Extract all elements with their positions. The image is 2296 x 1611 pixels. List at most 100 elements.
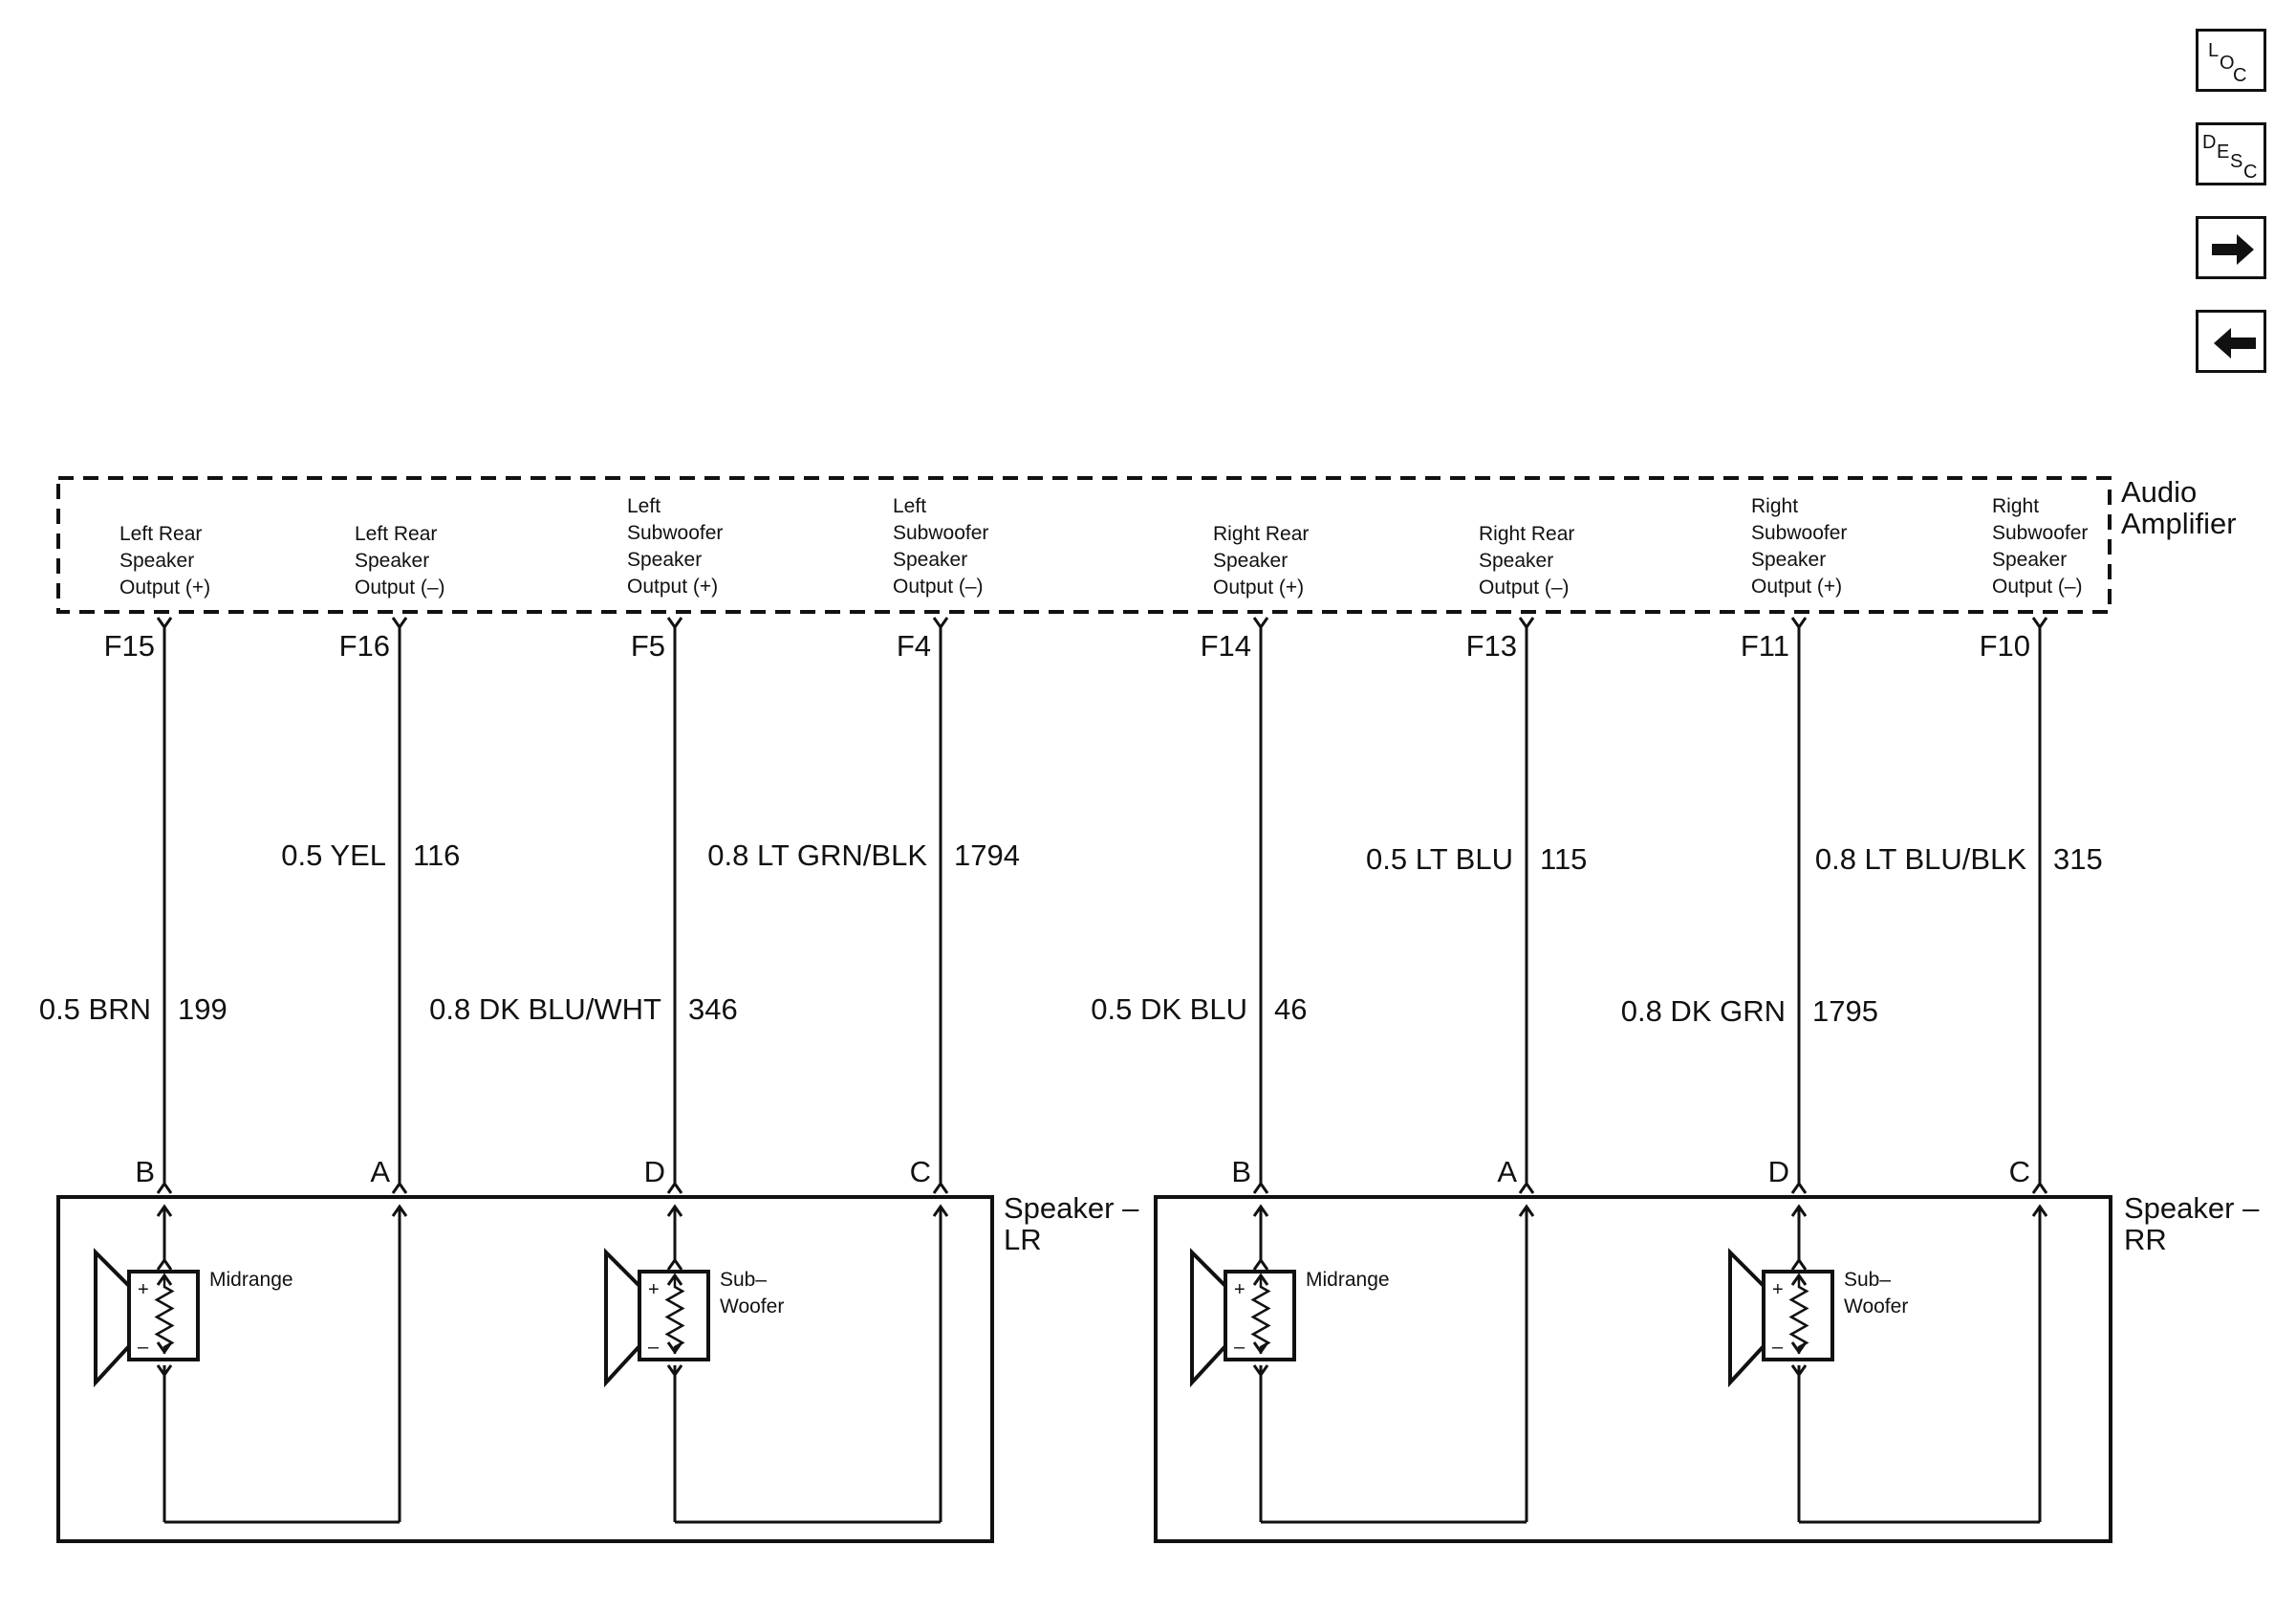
driver-1-coil-arrow [666,1273,683,1286]
driver-2-cone-icon [1190,1248,1227,1388]
speaker-rr-title-line1: Speaker – [2124,1191,2260,1225]
amp-connector-f14 [1252,617,1269,630]
driver-3-coil-arrow [1790,1273,1808,1286]
speaker-connector-f14 [1252,1181,1269,1194]
driver-2-minus-mark: – [1234,1337,1245,1358]
next-page-button[interactable] [2196,216,2266,279]
driver-0-cone-icon [94,1248,131,1388]
loc-button[interactable]: L O C [2196,29,2266,92]
driver-0-plus-chevron [156,1257,173,1271]
amp-pin-f11: F11 [1741,629,1789,663]
amp-connector-f15 [156,617,173,630]
amp-pin-f10: F10 [1980,629,2030,663]
speaker-rr-box [1154,1195,2112,1543]
amp-connector-f10 [2031,617,2048,630]
amp-terminal-label-f15: Left Rear [119,523,202,545]
desc-letter-e: E [2217,142,2229,163]
amp-pin-f4: F4 [897,629,931,663]
loc-letter-l: L [2208,40,2219,61]
driver-2-plus-mark: + [1234,1279,1245,1300]
circuit-number-f4: 1794 [954,838,1020,872]
speaker-pin-c-f10: C [2009,1155,2030,1188]
amp-terminal-label-f10: Subwoofer [1992,522,2088,544]
driver-3-name: Woofer [1844,1295,1908,1317]
amp-connector-f5 [666,617,683,630]
driver-1-coil-arrow-down [666,1341,683,1355]
speaker-pin-a-f13: A [1497,1155,1517,1188]
driver-1-plus-mark: + [648,1279,660,1300]
driver-1-coil-icon [664,1277,685,1354]
driver-2-coil-arrow [1252,1273,1269,1286]
amplifier-title-line2: Amplifier [2121,507,2237,540]
amp-terminal-label-f13: Right Rear [1479,523,1574,545]
speaker-pin-a-f16: A [370,1155,390,1188]
amp-terminal-label-f5: Speaker [627,549,702,571]
circuit-number-f15: 199 [178,992,227,1026]
driver-0-box [127,1270,200,1361]
speaker-pin-c-f4: C [910,1155,931,1188]
amp-terminal-label-f11: Speaker [1751,549,1826,571]
wire-color-f13: 0.5 LT BLU [1366,842,1513,876]
wire-color-f16: 0.5 YEL [281,838,386,872]
speaker-connector-f11 [1790,1181,1808,1194]
driver-1-name: Sub– [720,1269,767,1291]
driver-0-coil-arrow-down [156,1341,173,1355]
amp-terminal-label-f15: Speaker [119,550,194,572]
amp-terminal-label-f16: Output (–) [355,577,445,599]
amp-terminal-label-f16: Left Rear [355,523,437,545]
driver-3-coil-arrow-down [1790,1341,1808,1355]
audio-amplifier-box [56,476,2112,614]
arrow-right-icon [2212,234,2254,265]
amp-terminal-label-f13: Speaker [1479,550,1553,572]
speaker-lr-title-line2: LR [1004,1223,1042,1256]
amp-terminal-label-f5: Output (+) [627,576,718,598]
driver-3-plus-mark: + [1772,1279,1784,1300]
amp-terminal-label-f13: Output (–) [1479,577,1570,599]
loc-icon: L O C [2208,40,2246,86]
driver-3-minus-mark: – [1772,1337,1784,1358]
driver-2-coil-icon [1250,1277,1271,1354]
speaker-connector-f15 [156,1181,173,1194]
driver-2-coil-arrow-down [1252,1341,1269,1355]
amp-terminal-label-f4: Left [893,495,926,517]
driver-0-name: Midrange [209,1269,293,1291]
wire-color-f5: 0.8 DK BLU/WHT [429,992,661,1026]
circuit-number-f5: 346 [688,992,738,1026]
amp-terminal-label-f4: Speaker [893,549,967,571]
amp-terminal-label-f4: Output (–) [893,576,984,598]
driver-0-plus-mark: + [138,1279,149,1300]
circuit-number-f13: 115 [1540,842,1587,876]
desc-letter-c: C [2243,162,2257,183]
speaker-connector-f13 [1518,1181,1535,1194]
speaker-connector-f16 [391,1181,408,1194]
amp-terminal-label-f15: Output (+) [119,577,210,599]
speaker-pin-b-f15: B [135,1155,155,1188]
speaker-rr-title-line2: RR [2124,1223,2167,1256]
desc-button[interactable]: D E S C [2196,122,2266,185]
circuit-number-f14: 46 [1274,992,1307,1026]
amp-pin-f13: F13 [1466,629,1517,663]
driver-0-minus-mark: – [138,1337,149,1358]
speaker-lr-box [56,1195,994,1543]
desc-letter-s: S [2230,151,2242,172]
driver-0-coil-icon [154,1277,175,1354]
loc-letter-c: C [2233,65,2246,86]
speaker-connector-f5 [666,1181,683,1194]
amp-terminal-label-f11: Subwoofer [1751,522,1847,544]
circuit-number-f16: 116 [413,838,460,872]
arrow-left-icon [2214,328,2256,359]
amp-pin-f14: F14 [1201,629,1251,663]
desc-letter-d: D [2202,132,2216,153]
prev-page-button[interactable] [2196,310,2266,373]
amp-terminal-label-f10: Output (–) [1992,576,2083,598]
amp-terminal-label-f16: Speaker [355,550,429,572]
driver-1-cone-icon [604,1248,641,1388]
driver-3-name: Sub– [1844,1269,1891,1291]
amplifier-title-line1: Audio [2121,475,2197,509]
amp-pin-f15: F15 [104,629,155,663]
drivers-group: +–Midrange+–Sub–Woofer+–Midrange+–Sub–Wo… [94,1204,2048,1524]
amp-connector-f16 [391,617,408,630]
amp-pin-f5: F5 [631,629,665,663]
speaker-pin-b-f14: B [1231,1155,1251,1188]
